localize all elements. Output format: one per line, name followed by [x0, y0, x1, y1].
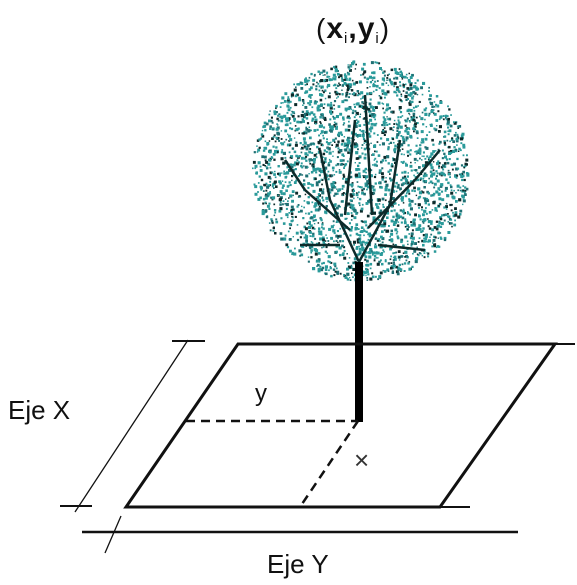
tree-canopy-icon: [252, 60, 470, 282]
y-axis-left-tick: [104, 515, 122, 554]
x-distance-dashed-line: [298, 420, 360, 508]
plot-parallelogram: [123, 342, 558, 509]
x-axis-dimension-line: [74, 339, 189, 513]
tree-trunk: [355, 262, 363, 422]
axis-y-label: Eje Y: [267, 549, 329, 579]
axis-x-label: Eje X: [8, 395, 71, 425]
y-distance-label: y: [255, 380, 267, 407]
point-coordinates-label: (xi,yi): [316, 12, 391, 47]
x-distance-label: ×: [354, 445, 370, 475]
